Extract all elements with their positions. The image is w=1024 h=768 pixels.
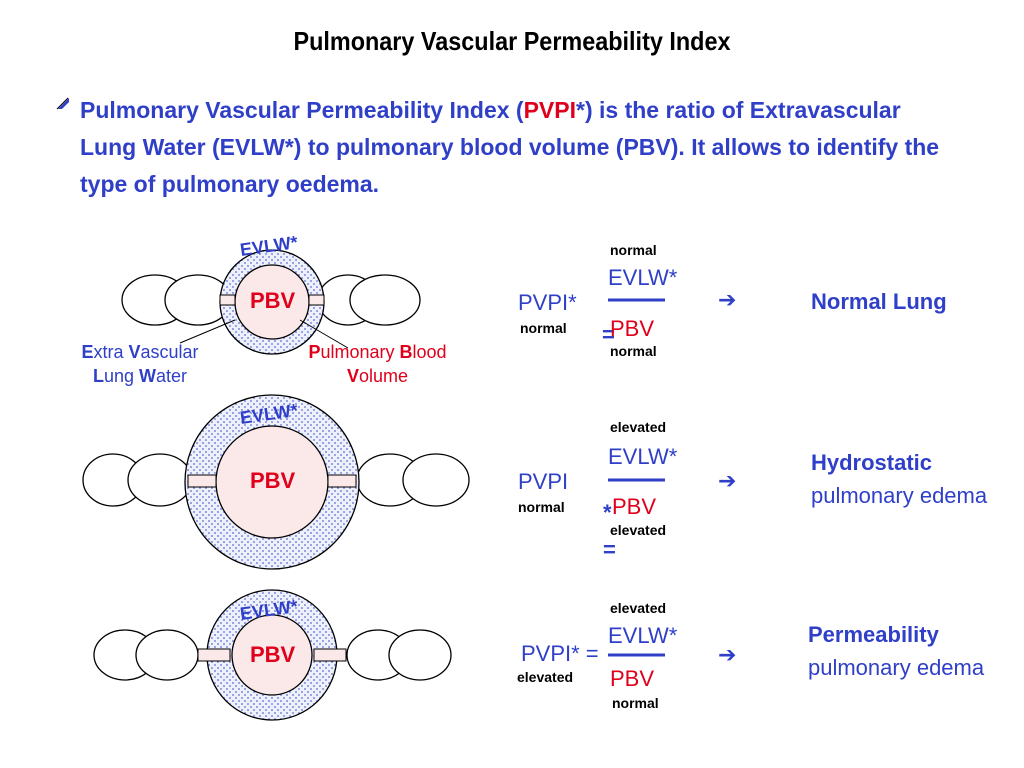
row3-pvpi: PVPI* = — [521, 641, 599, 666]
alveolus-circle — [349, 274, 421, 326]
row3-denominator: PBV — [610, 666, 655, 691]
row2-denominator: PBV — [612, 494, 657, 519]
pointer-line — [299, 319, 349, 349]
row2-pvpi-state: normal — [518, 499, 565, 515]
row1-denominator: PBV — [610, 316, 655, 341]
row2-result-sub: pulmonary edema — [811, 483, 988, 508]
evlw-def-w-rest: ater — [156, 366, 188, 386]
pbv-definition: Pulmonary Blood Volume — [290, 340, 465, 388]
row2-equals: = — [603, 537, 616, 562]
alveolus-circle — [135, 629, 199, 681]
row1-num-state: normal — [610, 242, 657, 258]
row2-pvpi: PVPI — [518, 469, 569, 494]
row1-numerator: EVLW* — [608, 265, 678, 290]
row3-arrow-icon: ➔ — [718, 643, 737, 668]
vessel-left — [187, 474, 217, 488]
pbv-def-v-rest: olume — [358, 366, 409, 386]
alveolus-circle — [402, 453, 470, 507]
page-title: Pulmonary Vascular Permeability Index — [293, 26, 731, 56]
row2-num-state: elevated — [610, 419, 667, 435]
vessel-right — [308, 294, 325, 306]
pbv-label: PBV — [250, 288, 296, 313]
vessel-left — [197, 648, 231, 662]
row2-result-title: Hydrostatic — [811, 450, 933, 475]
row2-star: * — [603, 500, 612, 525]
evlw-def-l: L — [92, 366, 104, 386]
pbv-def-p-rest: ulmonary — [320, 342, 400, 362]
pbv-def-b: B — [399, 342, 413, 362]
evlw-def-v: V — [128, 342, 141, 362]
row1-result: Normal Lung — [811, 289, 947, 314]
pbv-def-b-rest: lood — [412, 342, 447, 362]
row1-equals: = — [602, 322, 615, 347]
row3-num-state: elevated — [610, 600, 667, 616]
row1-pvpi-state: normal — [520, 320, 567, 336]
pbv-def-v: V — [346, 366, 359, 386]
row1-den-state: normal — [610, 343, 657, 359]
alveolus-circle — [388, 629, 452, 681]
diagram-normal — [121, 249, 421, 355]
evlw-def-l-rest: ung — [103, 366, 139, 386]
row3-result-sub: pulmonary edema — [808, 655, 985, 680]
row2-numerator: EVLW* — [608, 444, 678, 469]
evlw-definition: Extra Vascular Lung Water — [60, 340, 220, 388]
pbv-core — [231, 614, 313, 696]
row3-den-state: normal — [612, 695, 659, 711]
evlw-def-e-rest: xtra — [93, 342, 129, 362]
vessel-right — [327, 474, 357, 488]
row2-den-state: elevated — [610, 522, 667, 538]
evlw-def-v-rest: ascular — [140, 342, 199, 362]
pointer-line — [179, 319, 236, 344]
intro-paragraph: Pulmonary Vascular Permeability Index (P… — [80, 92, 980, 203]
vessel-right — [313, 648, 347, 662]
intro-line1-post: *) is the ratio of Extravascular — [576, 97, 901, 123]
intro-line3: type of pulmonary oedema. — [80, 171, 380, 197]
intro-line1-pre: Pulmonary Vascular Permeability Index ( — [80, 97, 524, 123]
bullet-icon — [56, 97, 69, 110]
pbv-label: PBV — [250, 642, 296, 667]
intro-pvpi-red: PVPI — [523, 97, 576, 123]
alveolus-circle — [127, 453, 193, 507]
pbv-label: PBV — [250, 468, 296, 493]
row3-pvpi-state: elevated — [517, 669, 574, 685]
row3-numerator: EVLW* — [608, 623, 678, 648]
diagram-hydrostatic — [82, 394, 470, 570]
row1-arrow-icon: ➔ — [718, 288, 737, 313]
pbv-def-p: P — [308, 342, 321, 362]
evlw-def-e: E — [81, 342, 94, 362]
vessel-left — [219, 294, 236, 306]
evlw-def-w: W — [139, 366, 156, 386]
intro-line2: Lung Water (EVLW*) to pulmonary blood vo… — [80, 134, 940, 160]
row2-arrow-icon: ➔ — [718, 469, 737, 494]
row3-result-title: Permeability — [808, 622, 939, 647]
diagram-permeability — [93, 589, 452, 721]
row1-pvpi: PVPI* — [518, 290, 577, 315]
